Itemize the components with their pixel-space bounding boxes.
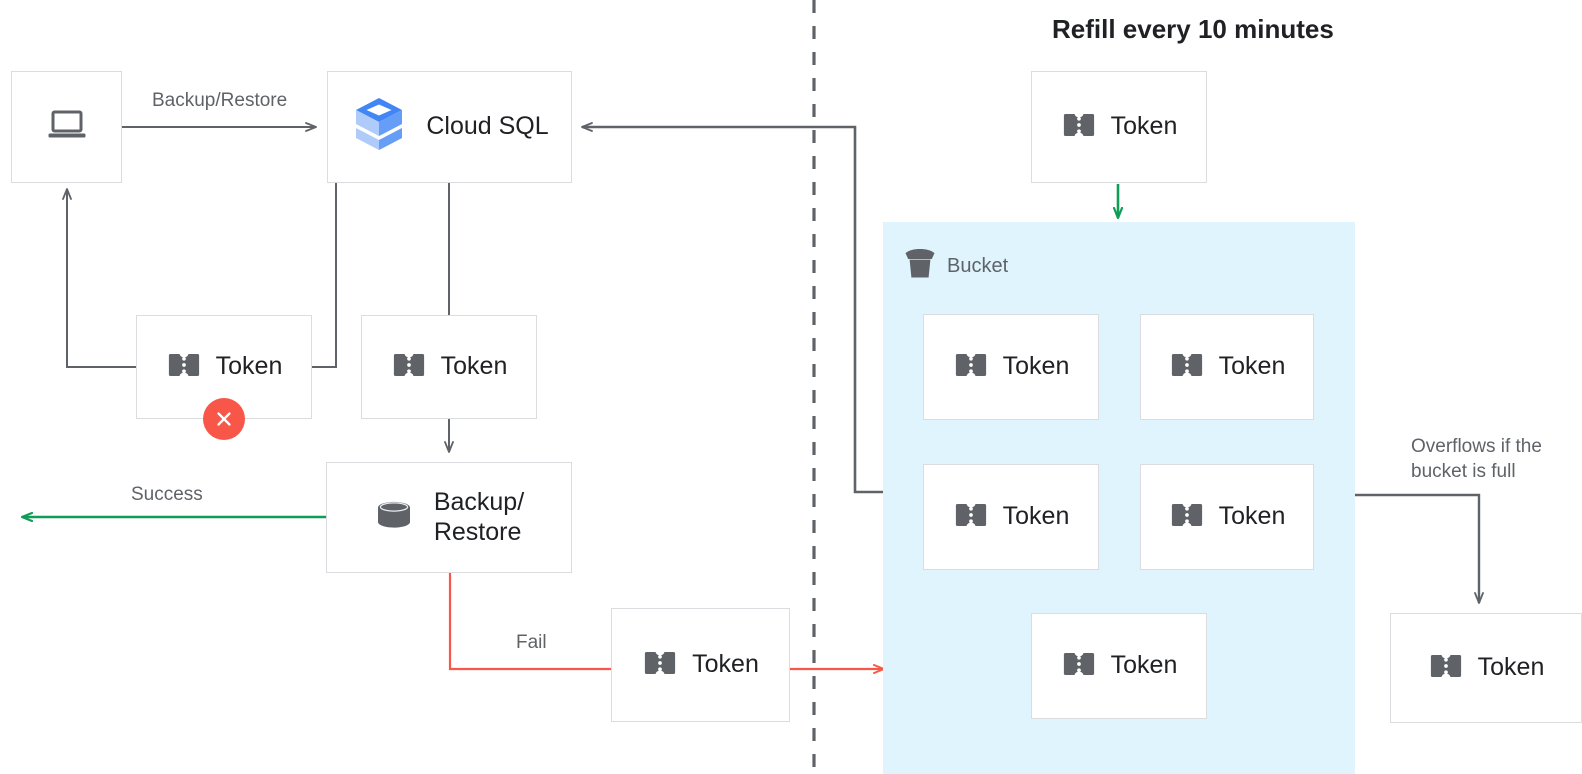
bucket-label: Bucket [947, 255, 1009, 277]
bucket-token-label: Token [1218, 502, 1286, 531]
bucket-header: Bucket [903, 248, 1008, 285]
token-icon [1169, 497, 1205, 538]
bucket-token-label: Token [1002, 352, 1070, 381]
bucket-token-node[interactable]: Token [1140, 464, 1314, 570]
overflow-token-label: Token [1477, 653, 1545, 682]
laptop-icon [46, 107, 88, 148]
token-icon [642, 645, 678, 686]
edge-overflow [1355, 493, 1484, 604]
backup-restore-node[interactable]: Backup/ Restore [326, 462, 572, 573]
cloud-sql-node[interactable]: Cloud SQL [327, 71, 572, 183]
cloud-sql-icon [350, 94, 408, 161]
error-x-icon [203, 398, 245, 440]
refill-token-node[interactable]: Token [1031, 71, 1207, 183]
token-icon [166, 347, 202, 388]
edge-token-consumed-to-client [62, 188, 136, 368]
edge-cloudsql-to-token-consumed [312, 182, 337, 368]
bucket-token-node[interactable]: Token [923, 314, 1099, 420]
token-icon [1061, 107, 1097, 148]
token-icon [1169, 347, 1205, 388]
client-node[interactable] [11, 71, 122, 183]
page-title: Refill every 10 minutes [1052, 14, 1334, 44]
bucket-token-node[interactable]: Token [1031, 613, 1207, 719]
token-request-label: Token [440, 352, 508, 381]
bucket-token-label: Token [1110, 651, 1178, 680]
bucket-token-node[interactable]: Token [1140, 314, 1314, 420]
overflow-token-node[interactable]: Token [1390, 613, 1582, 723]
token-fail-label: Token [692, 650, 759, 679]
backup-restore-label: Backup/ Restore [433, 488, 525, 546]
edge-label-success: Success [131, 484, 203, 505]
bucket-token-label: Token [1218, 352, 1286, 381]
token-icon [953, 347, 989, 388]
bucket-token-label: Token [1002, 502, 1070, 531]
edge-fail [448, 573, 611, 671]
edge-label-overflow: Overflows if the bucket is full [1411, 436, 1542, 483]
token-icon [1061, 646, 1097, 687]
edge-bucket-to-cloudsql [581, 122, 884, 494]
refill-token-label: Token [1110, 112, 1178, 141]
token-fail-node[interactable]: Token [611, 608, 790, 722]
bucket-icon [903, 248, 937, 285]
token-icon [953, 497, 989, 538]
edge-label-backup-restore: Backup/Restore [152, 90, 288, 111]
token-consumed-label: Token [215, 352, 283, 381]
bucket-token-node[interactable]: Token [923, 464, 1099, 570]
token-request-node[interactable]: Token [361, 315, 537, 419]
cloud-sql-label: Cloud SQL [426, 112, 549, 141]
token-icon [391, 347, 427, 388]
edge-label-fail: Fail [516, 632, 547, 653]
database-icon [374, 498, 414, 537]
token-icon [1428, 648, 1464, 689]
